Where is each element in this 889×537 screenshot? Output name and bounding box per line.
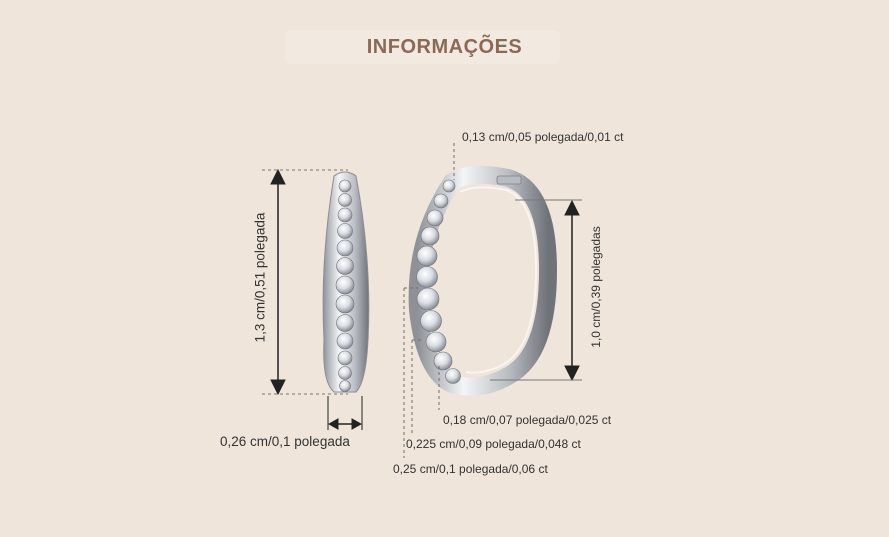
hoop-height-dimension: [490, 199, 582, 382]
title-band: [285, 30, 560, 64]
side-width-dimension: [327, 396, 363, 430]
stone-large-label: 0,25 cm/0,1 polegada/0,06 ct: [393, 462, 548, 476]
page-title: INFORMAÇÕES: [366, 36, 523, 58]
stone-top-label: 0,13 cm/0,05 polegada/0,01 ct: [462, 130, 624, 144]
stone-medium-label: 0,225 cm/0,09 polegada/0,048 ct: [406, 437, 581, 451]
hoop-height-label: 1,0 cm/0,39 polegadas: [589, 226, 603, 348]
side-height-dimension: [262, 168, 348, 396]
stone-callout-lines: [403, 143, 455, 458]
front-view-hoop-earring-image: [408, 165, 558, 396]
side-height-label: 1,3 cm/0,51 polegada: [252, 212, 268, 343]
stone-small-label: 0,18 cm/0,07 polegada/0,025 ct: [443, 413, 612, 427]
side-view-earring-image: [322, 171, 370, 393]
side-width-label: 0,26 cm/0,1 polegada: [220, 434, 350, 449]
